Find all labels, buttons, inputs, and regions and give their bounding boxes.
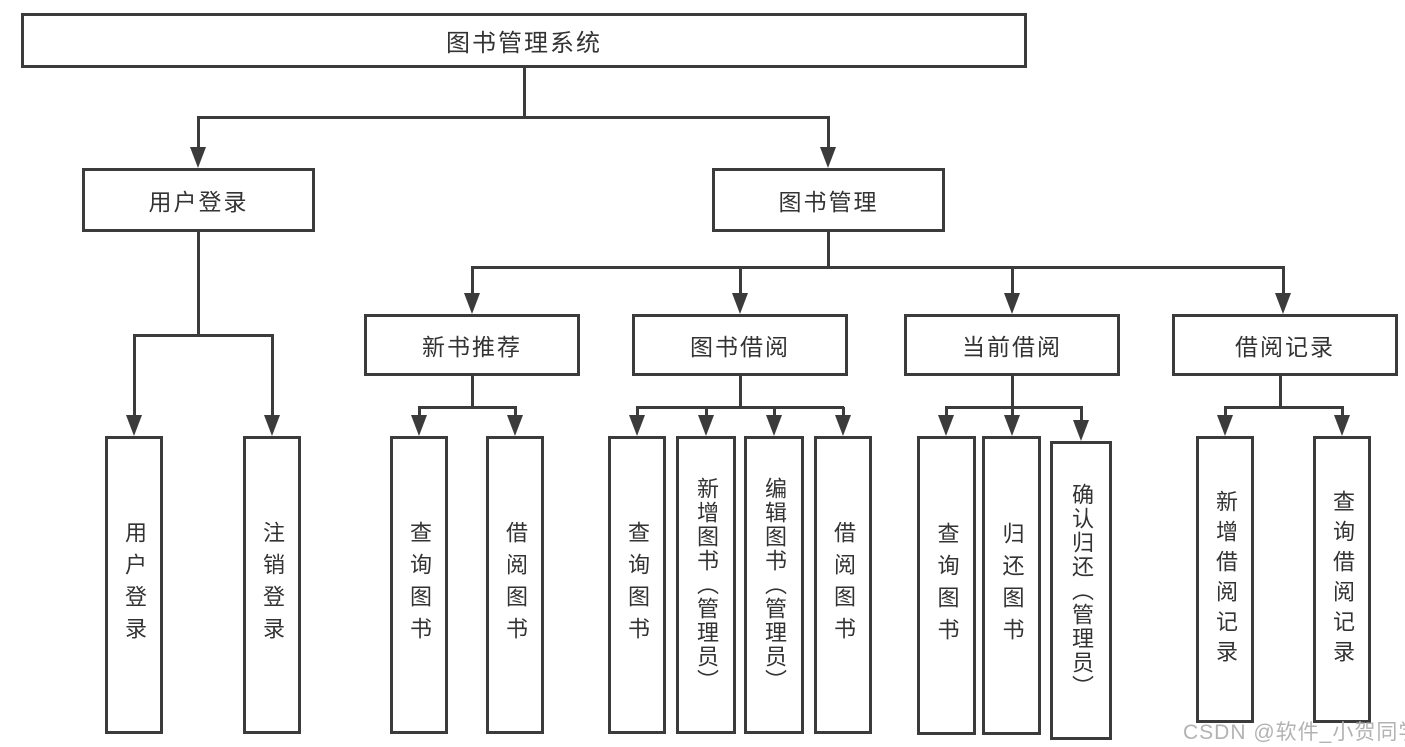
node-bb-query-book: 查询图书 (608, 436, 666, 734)
arrow-down-icon (766, 415, 782, 436)
node-bb-edit-book: 编辑图书（管理员） (744, 436, 804, 734)
node-bb-borrow-book: 借阅图书 (814, 436, 872, 734)
connector-drop (271, 335, 274, 416)
connector-drop (1282, 267, 1285, 294)
connector-stem (471, 376, 474, 407)
node-book-borrow: 图书借阅 (632, 314, 848, 376)
connector-bar (418, 406, 517, 409)
connector-bar (1224, 406, 1344, 409)
connector-drop (1011, 267, 1014, 294)
connector-drop (1341, 407, 1344, 416)
arrow-down-icon (698, 415, 714, 436)
connector-drop (471, 267, 474, 294)
connector-bar (133, 334, 274, 337)
node-book-mgmt: 图书管理 (712, 168, 945, 232)
node-root: 图书管理系统 (21, 13, 1027, 68)
arrow-down-icon (507, 415, 523, 436)
node-user-login: 用户登录 (82, 168, 315, 232)
connector-drop (133, 335, 136, 416)
connector-drop (842, 407, 845, 416)
arrow-down-icon (835, 415, 851, 436)
connector-stem (197, 232, 200, 335)
connector-bar (945, 406, 1083, 409)
node-bb-add-book: 新增图书（管理员） (676, 436, 736, 734)
connector-drop (418, 407, 421, 416)
node-br-query-record: 查询借阅记录 (1313, 436, 1371, 723)
arrow-down-icon (126, 415, 142, 436)
node-cb-query-book: 查询图书 (917, 436, 976, 735)
connector-level3-bar (471, 266, 1285, 269)
connector-drop (739, 267, 742, 294)
connector-drop (1224, 407, 1227, 416)
connector-drop (514, 407, 517, 416)
arrow-down-icon (1275, 293, 1291, 314)
arrow-down-icon (464, 293, 480, 314)
node-current-borrow: 当前借阅 (904, 314, 1120, 376)
arrow-down-icon (820, 147, 836, 168)
arrow-down-icon (1217, 415, 1233, 436)
node-cb-confirm-return: 确认归还（管理员） (1050, 441, 1112, 740)
connector-bar (636, 406, 844, 409)
connector-drop (636, 407, 639, 416)
node-leaf-logout: 注销登录 (243, 436, 301, 734)
arrow-down-icon (938, 415, 954, 436)
arrow-down-icon (264, 415, 280, 436)
node-leaf-user-login: 用户登录 (105, 436, 163, 734)
watermark: CSDN @软件_小贺同学 (1183, 721, 1405, 744)
connector-drop (773, 407, 776, 416)
connector-drop (827, 117, 830, 148)
arrow-down-icon (411, 415, 427, 436)
connector-stem (739, 376, 742, 407)
connector-drop (1011, 407, 1014, 416)
arrow-down-icon (1004, 293, 1020, 314)
arrow-down-icon (190, 147, 206, 168)
connector-stem (1011, 376, 1014, 407)
node-rec-borrow-book: 借阅图书 (486, 436, 544, 734)
arrow-down-icon (1073, 420, 1089, 441)
connector-root-stem (523, 68, 526, 117)
node-borrow-records: 借阅记录 (1172, 314, 1398, 376)
connector-drop (705, 407, 708, 416)
node-br-add-record: 新增借阅记录 (1196, 436, 1254, 723)
arrow-down-icon (629, 415, 645, 436)
arrow-down-icon (732, 293, 748, 314)
connector-stem (827, 232, 830, 267)
node-new-book-rec: 新书推荐 (364, 314, 580, 376)
node-cb-return-book: 归还图书 (982, 436, 1041, 735)
connector-level2-bar (197, 116, 830, 119)
arrow-down-icon (1334, 415, 1350, 436)
connector-drop (197, 117, 200, 148)
connector-drop (1080, 407, 1083, 421)
arrow-down-icon (1004, 415, 1020, 436)
connector-drop (945, 407, 948, 416)
node-rec-query-book: 查询图书 (390, 436, 448, 734)
connector-stem (1279, 376, 1282, 407)
